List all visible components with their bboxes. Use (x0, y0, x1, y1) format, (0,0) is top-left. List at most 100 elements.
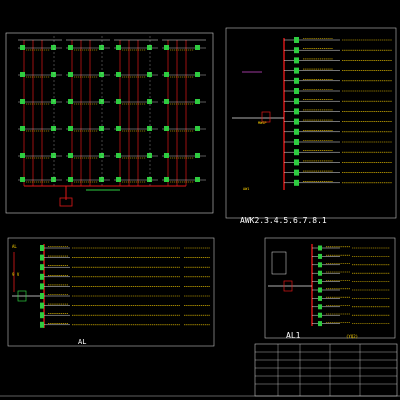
riser-floor-panel (99, 99, 104, 104)
riser-floor-panel (147, 153, 152, 158)
riser-floor-panel (147, 45, 152, 50)
riser-floor-panel (51, 45, 56, 50)
awk-panel-diagram: MWSP AW1 AWK2.3.4.5.6.7.8.1 (225, 27, 397, 225)
al1-incoming (268, 251, 312, 292)
al1-main-breaker (283, 280, 293, 292)
riser-floor-panel (99, 45, 104, 50)
riser-floor-panel (68, 45, 73, 50)
awk-circuit-breaker (294, 159, 299, 166)
al-circuit-breaker (40, 245, 44, 251)
al1-frame (264, 237, 396, 339)
riser-floor-panel (20, 177, 25, 182)
al1-circuit-rows (312, 245, 390, 327)
al1-circuit-breaker (318, 287, 322, 293)
riser-floor-panel (20, 45, 25, 50)
riser-floor-panel (195, 126, 200, 131)
al-circuit-rows (40, 245, 210, 328)
riser-floor-panel (164, 45, 169, 50)
al1-circuit-breaker (318, 304, 322, 310)
awk-ground-tag: AW1 (243, 187, 249, 191)
al-main-breaker (17, 290, 27, 302)
al1-circuit-breaker (318, 262, 322, 268)
title-block-grid (255, 344, 397, 396)
riser-floor-panel (51, 177, 56, 182)
awk-circuit-breaker (294, 179, 299, 186)
riser-floor-panel (164, 177, 169, 182)
riser-floor-panel (195, 153, 200, 158)
riser-floor-grid (18, 36, 206, 186)
awk-frame (225, 27, 397, 219)
riser-floor-panel (116, 126, 121, 131)
al-incoming: AL 9 V (12, 244, 44, 302)
awk-title: AWK2.3.4.5.6.7.8.1 (240, 216, 327, 225)
riser-floor-panel (99, 177, 104, 182)
riser-floor-panel (164, 153, 169, 158)
al1-meter-box (271, 251, 287, 275)
awk-circuit-breaker (294, 149, 299, 156)
al-title: AL (78, 338, 86, 346)
riser-floor-panel (164, 72, 169, 77)
riser-floor-panel (116, 153, 121, 158)
riser-floor-panel (99, 126, 104, 131)
riser-floor-panel (99, 72, 104, 77)
al1-circuit-breaker (318, 279, 322, 285)
riser-floor-panel (147, 72, 152, 77)
riser-floor-panel (195, 177, 200, 182)
awk-circuit-breaker (294, 169, 299, 176)
al1-title: AL1 (286, 331, 301, 340)
riser-floor-panel (147, 126, 152, 131)
al-circuit-breaker (40, 273, 44, 280)
riser-floor-panel (51, 72, 56, 77)
awk-circuit-breaker (294, 118, 299, 125)
al-circuit-breaker (40, 254, 44, 261)
riser-floor-panel (51, 126, 56, 131)
riser-frame (5, 32, 214, 214)
al1-circuit-breaker (318, 253, 322, 259)
awk-circuit-breaker (294, 47, 299, 54)
awk-incoming-tag: MWSP (258, 121, 266, 125)
al-circuit-breaker (40, 283, 44, 290)
al1-tag: (YQ2) (346, 334, 358, 339)
awk-circuit-breaker (294, 108, 299, 115)
awk-circuit-breaker (294, 128, 299, 135)
al-voltage-label: 9 V (12, 272, 20, 277)
al1-circuit-breaker (318, 245, 322, 251)
awk-main-breaker (261, 111, 271, 123)
awk-incoming: MWSP AW1 (232, 71, 284, 191)
riser-floor-panel (68, 177, 73, 182)
al-label-top: AL (12, 244, 17, 249)
awk-circuit-breaker (294, 67, 299, 74)
al1-circuit-breaker (318, 321, 322, 327)
awk-circuit-breaker (294, 98, 299, 105)
riser-floor-panel (68, 153, 73, 158)
riser-diagram (5, 32, 214, 214)
riser-floor-panel (51, 153, 56, 158)
awk-circuit-breaker (294, 77, 299, 84)
riser-floor-panel (164, 99, 169, 104)
awk-circuit-breaker (294, 88, 299, 94)
awk-circuit-rows (284, 37, 392, 186)
al1-panel-diagram: AL1 (YQ2) (264, 237, 396, 340)
al1-circuit-breaker (318, 312, 322, 318)
al-circuit-breaker (40, 293, 44, 299)
riser-base (24, 185, 186, 207)
riser-floor-panel (20, 99, 25, 104)
al-circuit-breaker (40, 302, 44, 309)
riser-floor-panel (20, 153, 25, 158)
al-circuit-breaker (40, 264, 44, 271)
riser-floor-panel (68, 99, 73, 104)
riser-floor-panel (68, 72, 73, 77)
riser-floor-panel (195, 72, 200, 77)
riser-floor-panel (116, 177, 121, 182)
riser-floor-panel (20, 126, 25, 131)
al1-circuit-breaker (318, 270, 322, 276)
riser-floor-panel (147, 99, 152, 104)
al-circuit-breaker (40, 321, 44, 328)
al-frame (7, 237, 215, 347)
riser-floor-panel (68, 126, 73, 131)
riser-floor-panel (116, 99, 121, 104)
riser-floor-panel (99, 153, 104, 158)
awk-circuit-breaker (294, 139, 299, 145)
riser-floor-panel (195, 99, 200, 104)
